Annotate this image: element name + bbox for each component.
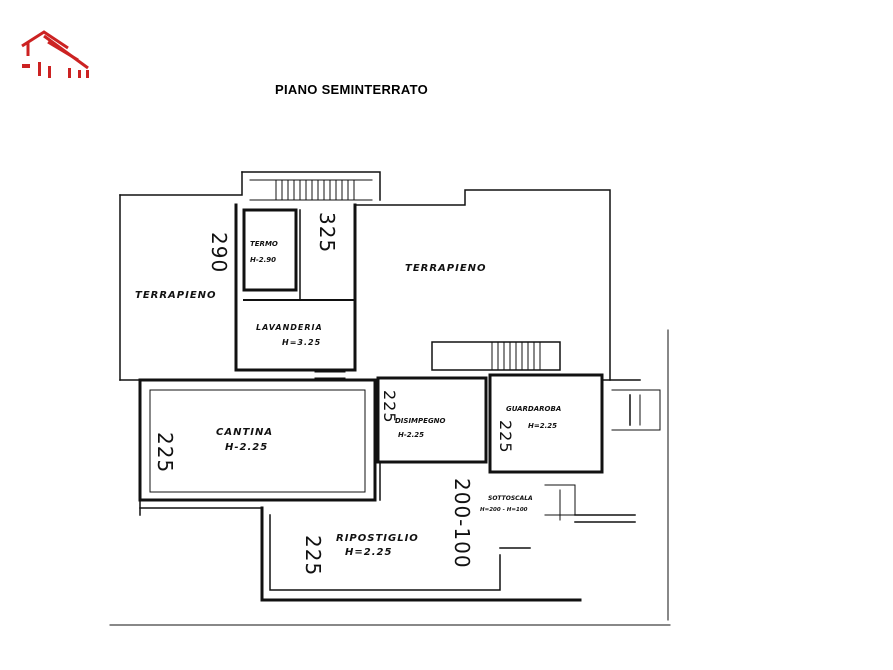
annotation-cantina-225: 225 — [153, 432, 177, 473]
label-terrapieno-left: TERRAPIENO — [135, 290, 217, 301]
label-lavanderia-h: H=3.25 — [282, 338, 321, 347]
label-sottoscala: SOTTOSCALA — [488, 495, 533, 502]
label-termo: TERMO — [250, 240, 278, 248]
label-terrapieno-right: TERRAPIENO — [405, 263, 487, 274]
agency-logo — [21, 30, 89, 78]
annotation-290: 290 — [207, 232, 231, 273]
label-cantina-h: H-2.25 — [225, 442, 268, 453]
label-ripostiglio: RIPOSTIGLIO — [336, 533, 419, 544]
annotation-guardaroba-225: 225 — [496, 420, 515, 454]
annotation-disimpegno-225: 225 — [380, 390, 399, 424]
label-cantina: CANTINA — [216, 427, 273, 438]
label-disimpegno: DISIMPEGNO — [395, 417, 446, 425]
label-disimpegno-h: H-2.25 — [398, 431, 424, 439]
annotation-sottoscala-200-100: 200-100 — [450, 478, 474, 569]
annotation-ripostiglio-225: 225 — [301, 535, 325, 576]
label-termo-h: H-2.90 — [250, 256, 276, 264]
label-ripostiglio-h: H=2.25 — [345, 547, 392, 558]
label-guardaroba: GUARDAROBA — [506, 405, 561, 413]
label-lavanderia: LAVANDERIA — [256, 323, 323, 332]
plan-title: PIANO SEMINTERRATO — [275, 82, 428, 97]
label-guardaroba-h: H=2.25 — [528, 422, 557, 430]
annotation-325: 325 — [315, 212, 339, 253]
label-sottoscala-h: H=200 - H=100 — [480, 507, 528, 513]
